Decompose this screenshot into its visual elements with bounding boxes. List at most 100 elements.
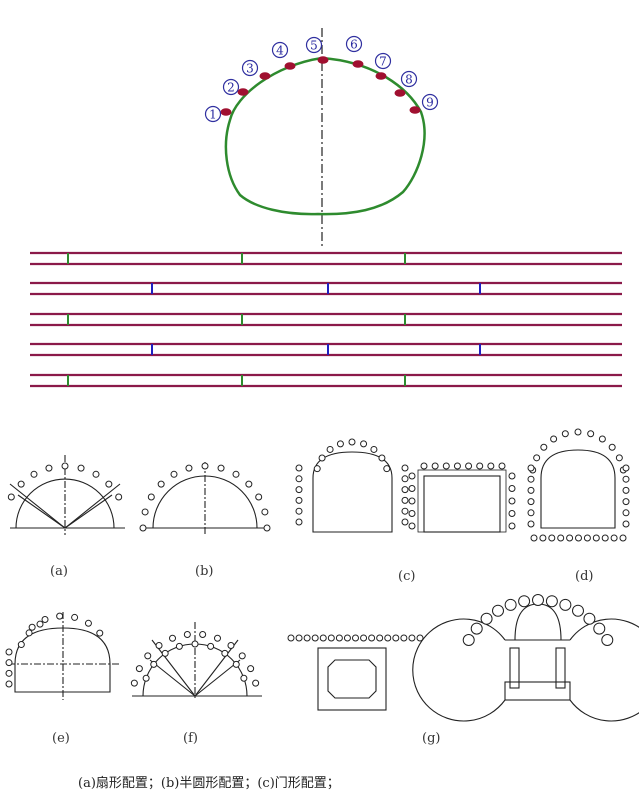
number-label: 7 [374, 52, 392, 70]
hole-circle [240, 674, 248, 682]
hole-circle [527, 486, 535, 494]
hole-circle [593, 622, 606, 635]
hole-circle [170, 470, 178, 478]
hole-circle [247, 665, 255, 673]
hole-circle [376, 634, 384, 642]
hole-circle [335, 634, 343, 642]
number-label-text: 8 [405, 73, 413, 87]
hole-circle [360, 440, 368, 448]
number-label: 6 [345, 35, 363, 53]
hole-circle [416, 634, 424, 642]
hole-circle [532, 594, 544, 606]
tunnel-marker [259, 72, 271, 80]
hole-circle [598, 435, 606, 443]
hole-circle [161, 649, 169, 657]
hole-circle [378, 454, 386, 462]
hole-circle [96, 629, 104, 637]
panel-label-g: (g) [422, 731, 440, 746]
hole-circle [263, 524, 271, 532]
hole-circle [319, 634, 327, 642]
hole-circle [508, 485, 516, 492]
hole-circle [622, 475, 630, 483]
hole-circle [295, 496, 303, 504]
hole-circle [622, 520, 630, 528]
hole-circle [199, 630, 207, 638]
hole-circle [508, 472, 516, 480]
hole-circle [157, 480, 165, 488]
hole-circle [401, 518, 409, 526]
hole-circle [470, 622, 483, 635]
hole-circle [348, 438, 356, 446]
hole-circle [527, 509, 535, 517]
hole-circle [548, 534, 556, 542]
number-label-text: 9 [426, 96, 434, 110]
hole-circle [261, 508, 269, 516]
hole-circle [431, 462, 439, 470]
panel-e-drawing [5, 612, 120, 700]
hole-circle [401, 486, 409, 494]
hole-circle [255, 493, 263, 501]
hole-circle [61, 462, 69, 470]
hole-circle [5, 680, 13, 688]
hole-circle [5, 659, 13, 667]
panel-b-drawing [139, 462, 271, 535]
hole-circle [480, 612, 493, 625]
number-label: 1 [204, 105, 222, 123]
hole-circle [207, 642, 215, 650]
hole-circle [41, 615, 49, 623]
tunnel-marker [284, 62, 296, 70]
hole-circle [336, 440, 344, 448]
panel-label-a: (a) [50, 564, 68, 579]
number-label: 9 [421, 93, 439, 111]
number-label-text: 2 [227, 81, 235, 95]
hole-circle [601, 634, 614, 646]
number-label-text: 7 [379, 55, 387, 69]
hole-circle [142, 674, 150, 682]
number-label: 8 [400, 70, 418, 88]
hole-circle [139, 524, 147, 532]
hole-circle [408, 634, 416, 642]
hole-circle [217, 464, 225, 472]
hole-circle [295, 507, 303, 515]
hole-circle [141, 508, 149, 516]
hole-circle [508, 510, 516, 517]
number-label: 2 [222, 78, 240, 96]
number-label: 4 [271, 41, 289, 59]
hole-circle [508, 522, 516, 530]
hole-circle [587, 430, 595, 438]
hole-circle [408, 522, 416, 530]
hole-circle [368, 634, 376, 642]
hole-circle [530, 534, 538, 542]
hole-circle [343, 634, 351, 642]
hole-circle [401, 496, 409, 504]
hole-circle [608, 443, 616, 451]
hole-circle [56, 612, 64, 620]
hole-circle [150, 660, 158, 668]
number-label-text: 4 [276, 44, 284, 58]
hole-circle [77, 464, 85, 472]
hole-circle [155, 641, 163, 649]
tunnel-marker [237, 88, 249, 96]
hole-circle [135, 665, 143, 673]
hole-circle [5, 669, 13, 677]
hole-circle [7, 493, 15, 501]
hole-circle [601, 534, 609, 542]
panel-label-b: (b) [195, 564, 213, 579]
panel-label-e: (e) [52, 731, 70, 746]
hole-circle [383, 465, 391, 473]
hole-circle [561, 430, 569, 438]
hole-circle [401, 507, 409, 515]
hole-circle [183, 630, 191, 638]
panel-d-drawing [527, 428, 630, 542]
panel-a-drawing [7, 455, 125, 535]
hole-circle [476, 462, 484, 470]
hole-circle [559, 598, 572, 611]
hole-circle [311, 634, 319, 642]
hole-circle [36, 620, 44, 628]
hole-circle [622, 464, 630, 472]
hole-circle [408, 510, 416, 517]
tunnel-marker [375, 72, 387, 80]
hole-circle [465, 462, 473, 470]
hole-circle [401, 464, 409, 472]
number-label-text: 3 [246, 62, 254, 76]
